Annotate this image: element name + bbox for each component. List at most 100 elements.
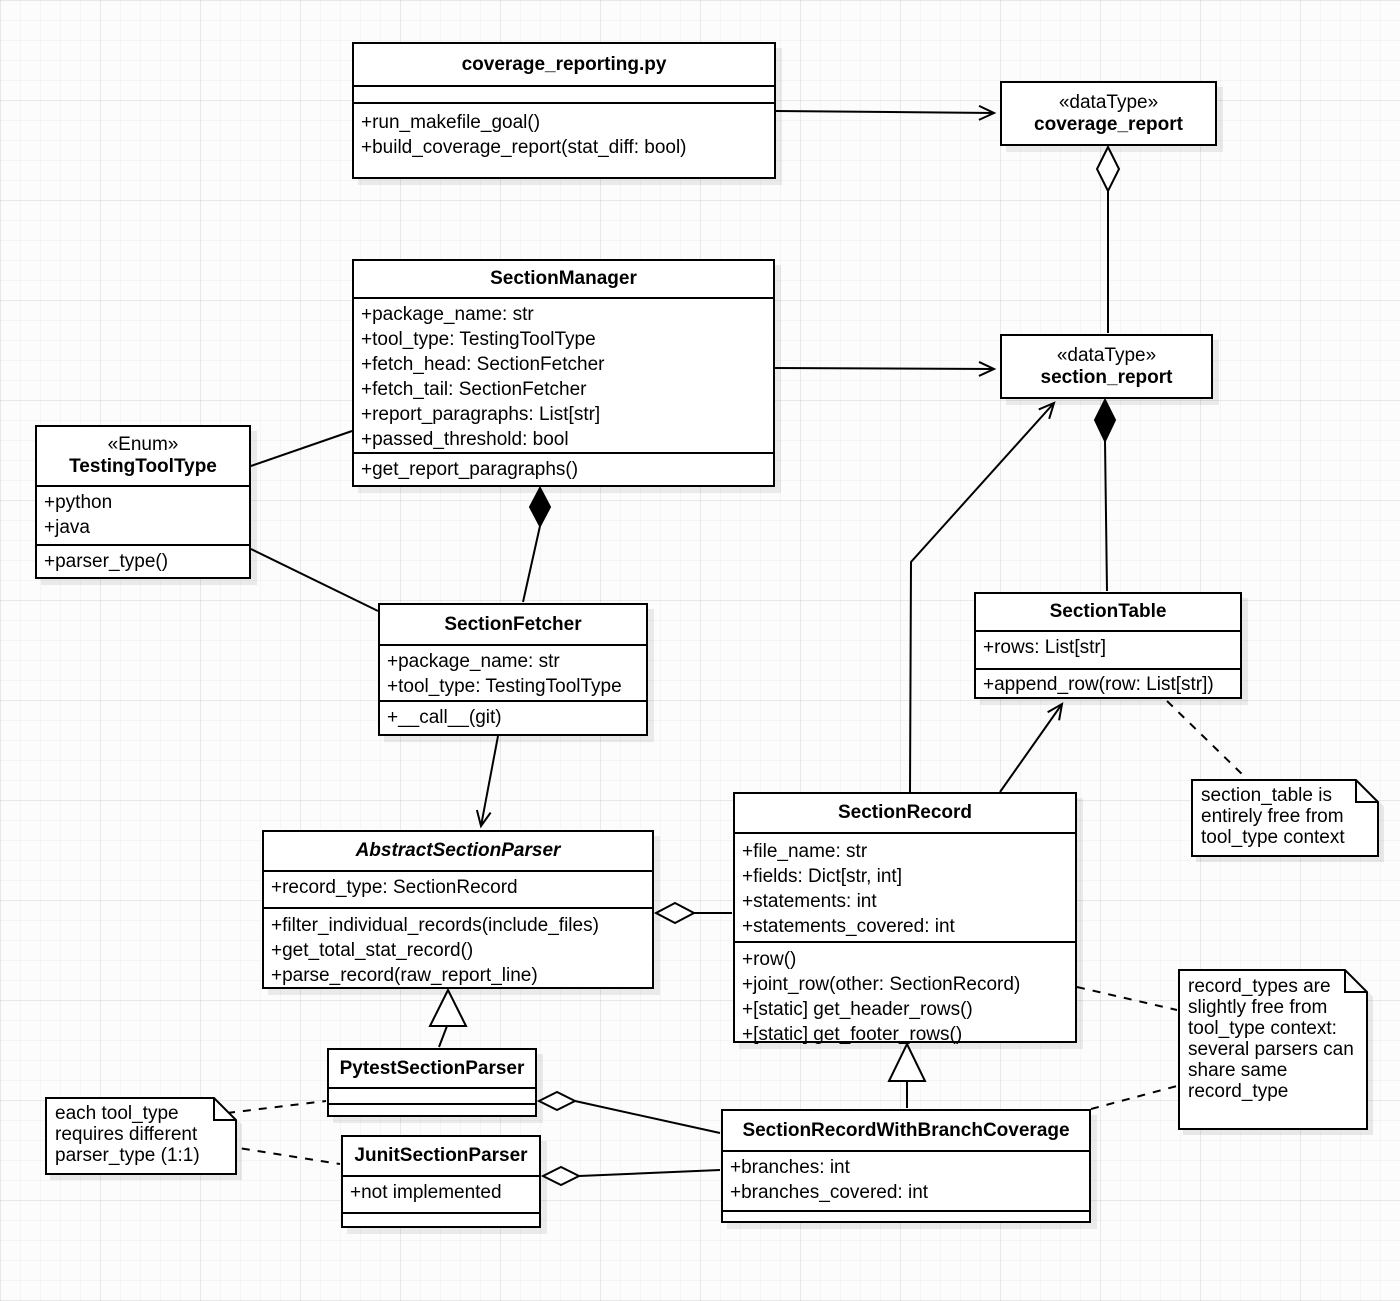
attribute-row: +package_name: str bbox=[361, 304, 534, 325]
method-row: +append_row(row: List[str]) bbox=[983, 674, 1214, 695]
method-row: +[static] get_header_rows() bbox=[742, 999, 973, 1020]
method-row: +run_makefile_goal() bbox=[361, 112, 541, 133]
edge-section-report-composes-section-table bbox=[1093, 397, 1117, 592]
attributes-section: +package_name: str +tool_type: TestingTo… bbox=[354, 297, 773, 452]
methods-section: +parser_type() bbox=[37, 544, 249, 581]
method-row: +build_coverage_report(stat_diff: bool) bbox=[361, 137, 687, 158]
attribute-row: +record_type: SectionRecord bbox=[271, 877, 518, 898]
attribute-row: +fetch_tail: SectionFetcher bbox=[361, 379, 587, 400]
attribute-row: +statements: int bbox=[742, 891, 877, 912]
method-row: +parser_type() bbox=[44, 551, 169, 572]
class-title: «dataType» section_report bbox=[1002, 336, 1211, 397]
attributes-section: +not implemented bbox=[343, 1175, 539, 1212]
class-section-table: SectionTable +rows: List[str] +append_ro… bbox=[974, 592, 1242, 699]
attribute-row: +report_paragraphs: List[str] bbox=[361, 404, 601, 425]
edge-testing-tool-type-to-section-manager bbox=[250, 430, 353, 467]
edge-abstract-parser-aggregates-section-record bbox=[653, 901, 732, 925]
method-row: +parse_record(raw_report_line) bbox=[271, 965, 538, 986]
attributes-section: +record_type: SectionRecord bbox=[264, 870, 652, 907]
methods-section: +__call__(git) bbox=[380, 700, 646, 738]
class-name: SectionFetcher bbox=[444, 613, 582, 635]
class-title: PytestSectionParser bbox=[329, 1050, 535, 1087]
class-name: TestingToolType bbox=[69, 456, 217, 477]
class-coverage-reporting: coverage_reporting.py +run_makefile_goal… bbox=[352, 42, 776, 179]
class-name: PytestSectionParser bbox=[339, 1057, 525, 1079]
attribute-row: +package_name: str bbox=[387, 651, 560, 672]
class-title: SectionRecordWithBranchCoverage bbox=[723, 1111, 1089, 1150]
class-name: coverage_report bbox=[1034, 113, 1183, 135]
methods-section: +append_row(row: List[str]) bbox=[976, 668, 1240, 701]
class-name: section_report bbox=[1040, 366, 1173, 388]
methods-section: +filter_individual_records(include_files… bbox=[264, 907, 652, 991]
class-coverage-report: «dataType» coverage_report bbox=[1000, 81, 1217, 146]
class-name: SectionTable bbox=[1049, 601, 1167, 622]
method-row: +joint_row(other: SectionRecord) bbox=[742, 974, 1021, 995]
edge-testing-tool-type-to-section-fetcher bbox=[250, 548, 379, 612]
attributes-section: +python +java bbox=[37, 485, 249, 544]
edge-pytest-parser-extends-abstract-parser bbox=[428, 987, 468, 1048]
method-row: +__call__(git) bbox=[387, 707, 502, 728]
class-title: AbstractSectionParser bbox=[264, 832, 652, 870]
class-pytest-section-parser: PytestSectionParser bbox=[327, 1048, 537, 1117]
edge-section-fetcher-to-abstract-section-parser bbox=[475, 735, 499, 829]
class-section-record-with-branch-coverage: SectionRecordWithBranchCoverage +branche… bbox=[721, 1109, 1091, 1223]
edge-branch-record-extends-section-record bbox=[887, 1041, 927, 1108]
methods-section: +row() +joint_row(other: SectionRecord) … bbox=[735, 941, 1075, 1045]
methods-section: +get_report_paragraphs() bbox=[354, 452, 773, 489]
attribute-row: +tool_type: TestingToolType bbox=[361, 329, 596, 350]
method-row: +get_total_stat_record() bbox=[271, 940, 474, 961]
edge-coverage-report-aggregates-section-report bbox=[1095, 144, 1121, 333]
method-row: +filter_individual_records(include_files… bbox=[271, 915, 599, 936]
class-name: coverage_reporting.py bbox=[461, 53, 667, 75]
attribute-row: +fetch_head: SectionFetcher bbox=[361, 354, 605, 375]
class-name: AbstractSectionParser bbox=[355, 840, 561, 861]
note-record-types: record_types are slightly free from tool… bbox=[1178, 969, 1368, 1130]
note-shape bbox=[45, 1097, 237, 1175]
class-name: SectionRecord bbox=[837, 802, 973, 823]
attribute-row: +branches: int bbox=[730, 1157, 850, 1178]
attributes-section-empty bbox=[354, 85, 774, 102]
attribute-row: +fields: Dict[str, int] bbox=[742, 866, 902, 887]
class-title: «dataType» coverage_report bbox=[1002, 83, 1215, 144]
note-shape bbox=[1178, 969, 1368, 1130]
class-name: JunitSectionParser bbox=[354, 1145, 528, 1166]
edge-note-to-junit-parser bbox=[225, 1145, 341, 1165]
attribute-row: +tool_type: TestingToolType bbox=[387, 676, 622, 697]
edge-section-manager-to-section-report bbox=[774, 361, 997, 377]
attribute-row: +statements_covered: int bbox=[742, 916, 955, 937]
class-section-record: SectionRecord +file_name: str +fields: D… bbox=[733, 792, 1077, 1045]
attribute-row: +file_name: str bbox=[742, 841, 868, 862]
edge-pytest-parser-aggregates-branch-record bbox=[536, 1090, 721, 1134]
note-shape bbox=[1191, 779, 1379, 857]
edge-section-record-to-section-table bbox=[999, 702, 1064, 793]
class-name: SectionManager bbox=[490, 268, 637, 289]
note-text: record_types are slightly free from tool… bbox=[1188, 976, 1354, 1102]
method-row: +row() bbox=[742, 949, 797, 970]
class-title: SectionTable bbox=[976, 594, 1240, 630]
attribute-row: +python bbox=[44, 492, 113, 513]
note-text: section_table is entirely free from tool… bbox=[1201, 785, 1345, 848]
attribute-row: +passed_threshold: bool bbox=[361, 429, 569, 450]
attribute-row: +branches_covered: int bbox=[730, 1182, 929, 1203]
attributes-section: +rows: List[str] bbox=[976, 630, 1240, 668]
class-section-report: «dataType» section_report bbox=[1000, 334, 1213, 399]
class-title: SectionManager bbox=[354, 261, 773, 297]
class-title: JunitSectionParser bbox=[343, 1137, 539, 1175]
attributes-section-empty bbox=[329, 1087, 535, 1103]
method-row: +get_report_paragraphs() bbox=[361, 459, 579, 480]
stereotype-label: «dataType» bbox=[1056, 344, 1157, 366]
class-section-manager: SectionManager +package_name: str +tool_… bbox=[352, 259, 775, 487]
class-title: SectionFetcher bbox=[380, 605, 646, 644]
attribute-row: +rows: List[str] bbox=[983, 637, 1106, 658]
edge-branch-record-to-note bbox=[1090, 1085, 1178, 1110]
class-testing-tool-type: «Enum» TestingToolType +python +java +pa… bbox=[35, 425, 251, 579]
edge-section-table-to-note bbox=[1166, 700, 1247, 779]
note-section-table: section_table is entirely free from tool… bbox=[1191, 779, 1379, 857]
class-title: «Enum» TestingToolType bbox=[37, 427, 249, 485]
class-abstract-section-parser: AbstractSectionParser +record_type: Sect… bbox=[262, 830, 654, 989]
stereotype-label: «Enum» bbox=[107, 434, 179, 455]
class-section-fetcher: SectionFetcher +package_name: str +tool_… bbox=[378, 603, 648, 736]
edge-section-record-to-note bbox=[1076, 986, 1178, 1011]
class-title: SectionRecord bbox=[735, 794, 1075, 832]
